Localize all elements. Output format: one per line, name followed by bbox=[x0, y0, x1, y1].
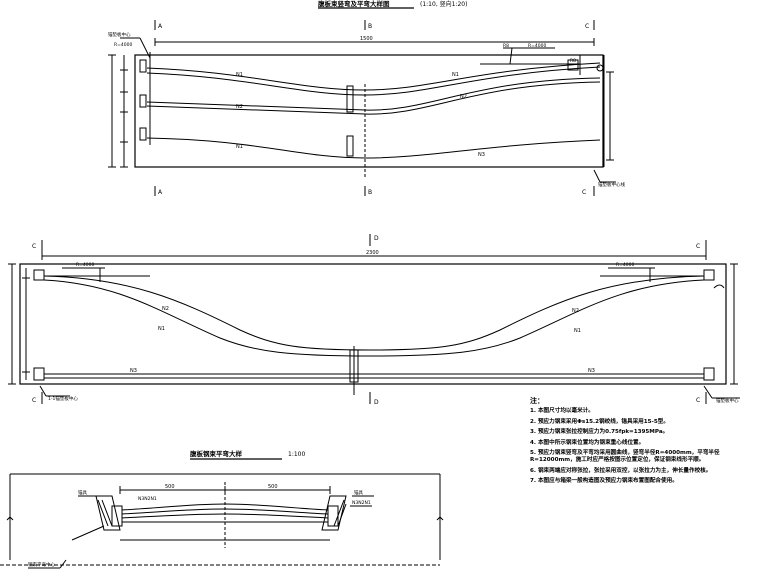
view2-curve-label: N2 bbox=[162, 306, 169, 312]
view1-sec-b-bottom: B bbox=[368, 189, 372, 196]
view2-r-label: R=4000 bbox=[616, 262, 634, 268]
view1-right-mark: R8 bbox=[570, 58, 576, 64]
view2-sec-c-left-bottom: C bbox=[32, 397, 36, 404]
view2-curve-label: N2 bbox=[572, 308, 579, 314]
view2-curve-label: N3 bbox=[130, 368, 137, 374]
note-item: 6. 钢束两端应对称张拉，张拉采用双控，以张拉力为主，伸长量作校核。 bbox=[530, 467, 712, 474]
view1-sec-a-top: A bbox=[158, 23, 163, 30]
view2-sec-c-left: C bbox=[32, 243, 36, 250]
view1-elevation bbox=[108, 7, 616, 196]
note-item: 3. 预应力钢束张拉控制应力为0.75fpk=1395MPa。 bbox=[530, 429, 669, 436]
view1-sec-b-top: B bbox=[368, 23, 372, 30]
view1-anchor-note: 锚垫板中心 bbox=[108, 31, 131, 38]
view2-sec-d-top: D bbox=[374, 235, 379, 242]
view3-dim: 500 bbox=[165, 484, 175, 490]
note-item: 2. 预应力钢束采用Φs15.2钢绞线，锚具采用15-5型。 bbox=[530, 418, 669, 425]
view2-left-note: 1-1锚垫板中心 bbox=[48, 395, 78, 402]
view3-label: 锚具 bbox=[354, 489, 363, 496]
view1-tendon-label: N2 bbox=[460, 94, 467, 100]
view3-scale: 1:100 bbox=[288, 451, 305, 458]
view3-label: 锚具 bbox=[78, 489, 87, 496]
notes-heading: 注： bbox=[530, 397, 544, 405]
view2-top-dim: 2300 bbox=[366, 250, 379, 256]
view2-right-note: 锚垫板中心 bbox=[716, 397, 739, 404]
view3-label: N3N2N1 bbox=[138, 496, 157, 502]
view3-dim: 500 bbox=[268, 484, 278, 490]
view2-curve-label: N1 bbox=[574, 328, 581, 334]
view2-sec-c-right-bottom: C bbox=[696, 397, 700, 404]
view2-r-label: R=4000 bbox=[76, 262, 94, 268]
view2-sec-d-bottom: D bbox=[374, 399, 379, 406]
view1-tendon-label: N3 bbox=[478, 152, 485, 158]
note-item: 4. 本图中所示钢束位置均为钢束重心线位置。 bbox=[530, 439, 645, 446]
view1-right-note: 锚垫板中心线 bbox=[598, 181, 625, 188]
view3-label: N3N2N1 bbox=[352, 500, 371, 506]
view1-title: 腹板束竖弯及平弯大样图 bbox=[317, 0, 390, 8]
view1-sec-c-bottom: C bbox=[582, 189, 586, 196]
view2-sec-c-right: C bbox=[696, 243, 700, 250]
view1-scale: (1:10, 竖向1:20) bbox=[420, 0, 467, 8]
view1-tendon-label: N1 bbox=[236, 144, 243, 150]
view3-plan bbox=[0, 458, 444, 569]
view1-tendon-label: N1 bbox=[452, 72, 459, 78]
view2-curve-label: N1 bbox=[158, 326, 165, 332]
note-item: 7. 本图应与箱梁一般构造图及预应力钢束布置图配合使用。 bbox=[530, 478, 678, 485]
view2-elevation bbox=[8, 234, 740, 404]
view3-corner-note: 钢束平弯中心 bbox=[28, 561, 55, 568]
view1-sec-a-bottom: A bbox=[158, 189, 163, 196]
view1-top-dim: 1500 bbox=[360, 36, 373, 42]
view3-title: 腹板钢束平弯大样 bbox=[189, 449, 243, 458]
view1-right-mark: R8 bbox=[503, 43, 509, 49]
view1-tendon-label: N2 bbox=[236, 104, 243, 110]
view2-curve-label: N3 bbox=[588, 368, 595, 374]
view1-tendon-label: N1 bbox=[236, 72, 243, 78]
note-item: 5. 预应力钢束竖弯及平弯均采用圆曲线，竖弯半径R=4000mm，平弯半径R=1… bbox=[530, 450, 720, 464]
note-item: 1. 本图尺寸均以毫米计。 bbox=[530, 408, 594, 415]
view1-sec-c-top: C bbox=[585, 23, 589, 30]
notes-block: 注： 1. 本图尺寸均以毫米计。 2. 预应力钢束采用Φs15.2钢绞线，锚具采… bbox=[530, 397, 755, 489]
view1-r-dim: R=4000 bbox=[528, 43, 546, 49]
view1-anchor-dim: R=4000 bbox=[114, 42, 132, 48]
